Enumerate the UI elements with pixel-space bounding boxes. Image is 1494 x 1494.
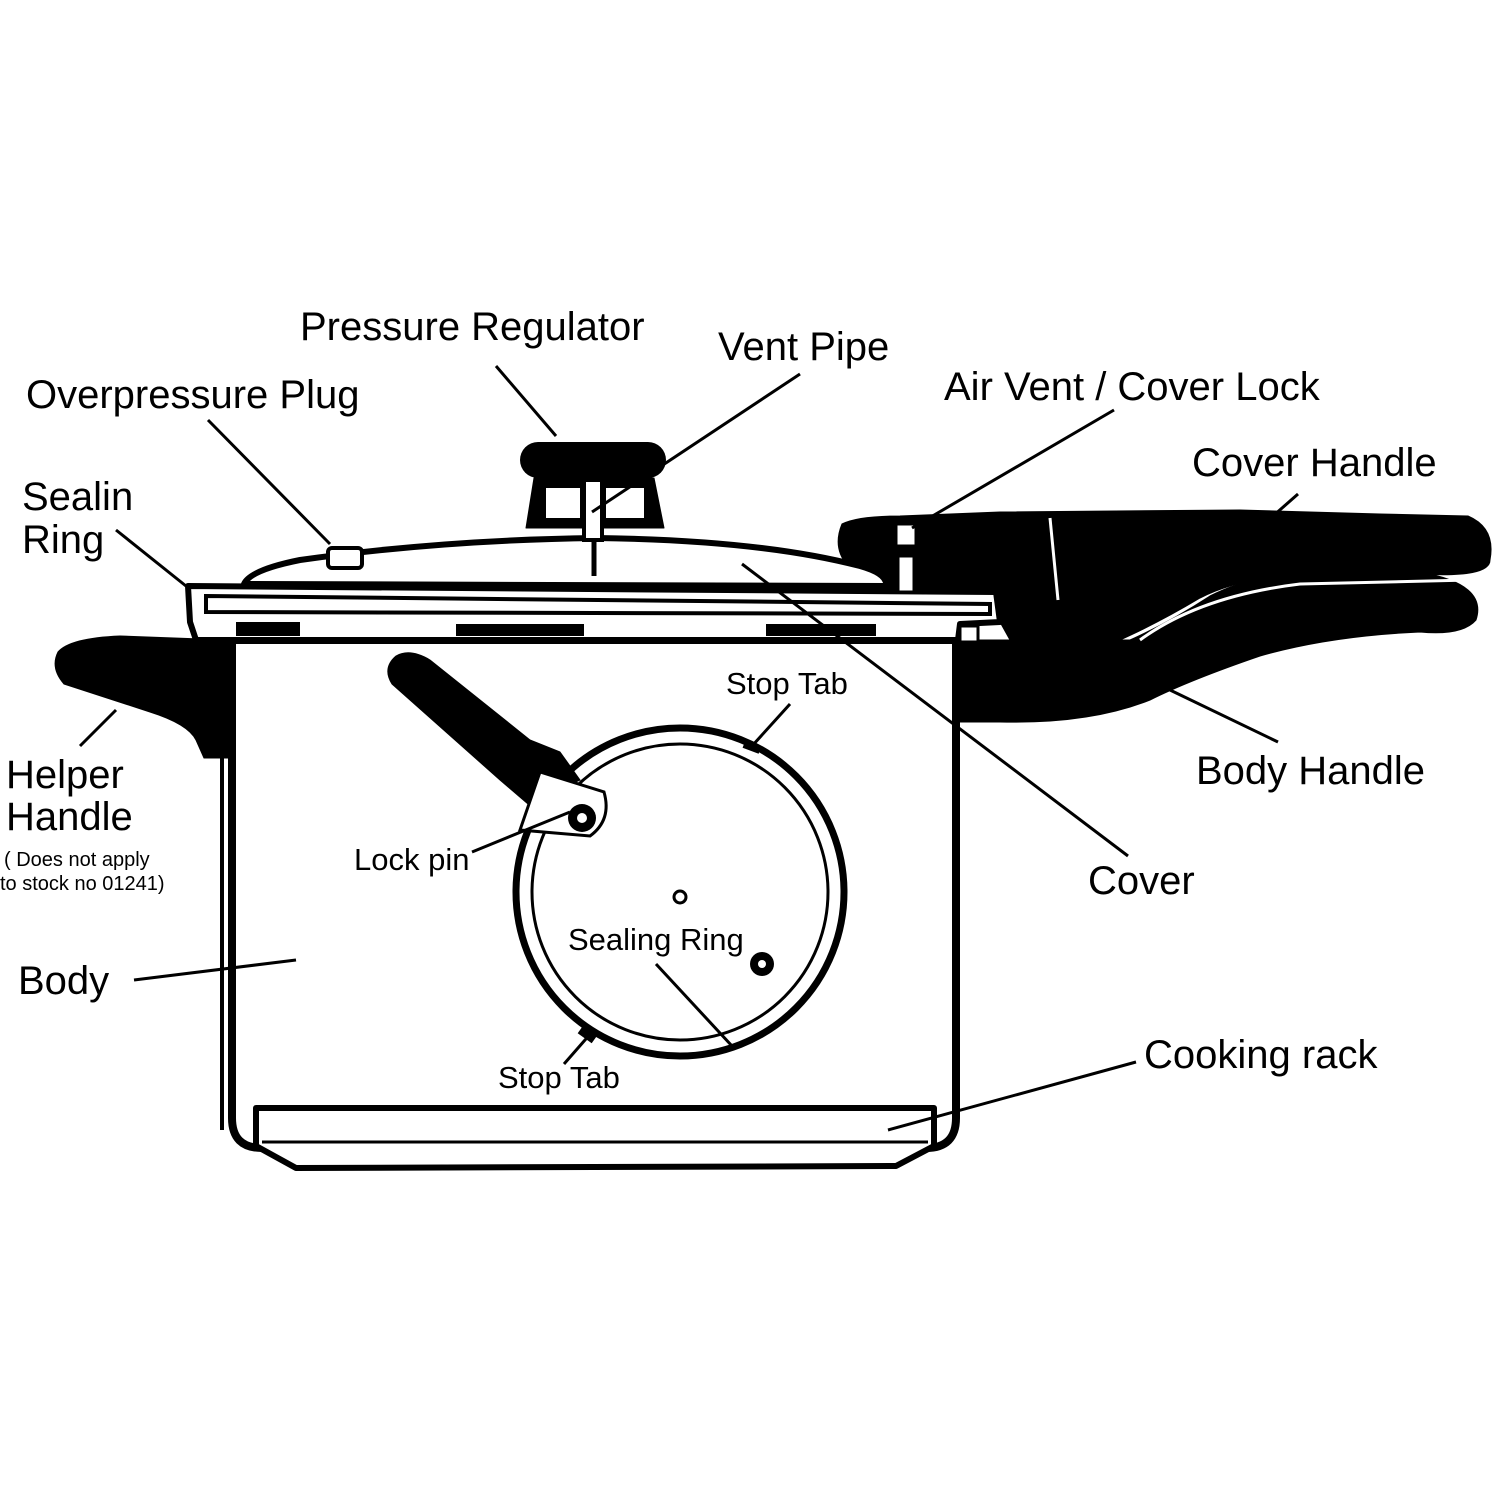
cooking-rack-shape xyxy=(253,1105,937,1171)
regulator-cap xyxy=(520,442,666,478)
lid-underside-center-hole xyxy=(672,889,688,905)
handle-highlight xyxy=(1139,578,1471,642)
label-cover: Cover xyxy=(1088,859,1195,903)
lid-rim-inner-band xyxy=(204,593,992,617)
rim-tab-left xyxy=(236,622,300,636)
cover-handle-shape xyxy=(837,509,1492,641)
lock-pin-center xyxy=(577,813,587,823)
leader-helper-handle xyxy=(78,708,118,748)
label-cover-handle: Cover Handle xyxy=(1192,441,1437,485)
body-handle-shape xyxy=(957,569,1479,723)
label-body: Body xyxy=(18,959,109,1003)
label-vent-pipe: Vent Pipe xyxy=(718,325,889,369)
label-body-handle: Body Handle xyxy=(1196,749,1425,793)
label-helper-note-line2: to stock no 01241) xyxy=(0,873,165,895)
regulator-window-right xyxy=(606,488,644,518)
label-helper-note-line1: ( Does not apply xyxy=(4,849,150,871)
cover-handle-seam xyxy=(1048,517,1060,601)
lid-underside-valve-dot xyxy=(758,960,766,968)
label-sealing-ring-top-line1: Sealin xyxy=(22,475,133,519)
label-lock-pin: Lock pin xyxy=(354,842,469,877)
labels: Pressure Regulator Vent Pipe Overpressur… xyxy=(0,305,1437,1095)
leader-body xyxy=(133,958,297,982)
rim-tab-right xyxy=(766,624,876,636)
stop-tab-top-mark xyxy=(742,740,762,754)
label-cooking-rack: Cooking rack xyxy=(1144,1033,1378,1077)
leader-cover xyxy=(741,562,1129,858)
leader-vent-pipe xyxy=(591,372,801,514)
label-helper-handle-line2: Handle xyxy=(6,795,133,839)
leader-air-vent xyxy=(911,408,1115,530)
label-stop-tab-top: Stop Tab xyxy=(726,666,848,701)
leader-lines xyxy=(78,365,1299,1132)
leader-overpressure-plug xyxy=(206,418,332,546)
leader-cover-handle xyxy=(1247,492,1299,540)
leader-body-handle xyxy=(1169,688,1279,744)
leader-lock-pin xyxy=(471,810,571,854)
leader-stop-tab-top xyxy=(750,702,792,748)
label-overpressure-plug: Overpressure Plug xyxy=(26,373,359,417)
air-vent-shape xyxy=(894,522,918,548)
leader-sealing-ring-top xyxy=(115,528,187,588)
cooker-illustration xyxy=(54,442,1492,1171)
leader-stop-tab-bottom xyxy=(562,1031,594,1065)
helper-handle-shape xyxy=(54,635,233,759)
lock-arm-shape xyxy=(387,652,581,805)
overpressure-plug-shape xyxy=(326,546,364,570)
label-stop-tab-bottom: Stop Tab xyxy=(498,1060,620,1095)
label-air-vent-cover-lock: Air Vent / Cover Lock xyxy=(944,365,1321,409)
label-helper-handle-line1: Helper xyxy=(6,753,124,797)
handle-connector xyxy=(958,624,980,644)
lid-underside-inner xyxy=(530,742,830,1042)
rim-tab-center xyxy=(456,624,584,636)
label-pressure-regulator: Pressure Regulator xyxy=(300,305,645,349)
leader-sealing-ring-inner xyxy=(654,962,734,1048)
label-sealing-ring-inner: Sealing Ring xyxy=(568,922,744,957)
cover-lock-shape xyxy=(896,554,916,594)
leader-pressure-regulator xyxy=(494,365,558,437)
label-sealing-ring-top-line2: Ring xyxy=(22,518,104,562)
leader-cooking-rack xyxy=(887,1060,1137,1132)
stop-tab-bottom-mark xyxy=(577,1026,597,1044)
regulator-window-left xyxy=(546,488,580,518)
